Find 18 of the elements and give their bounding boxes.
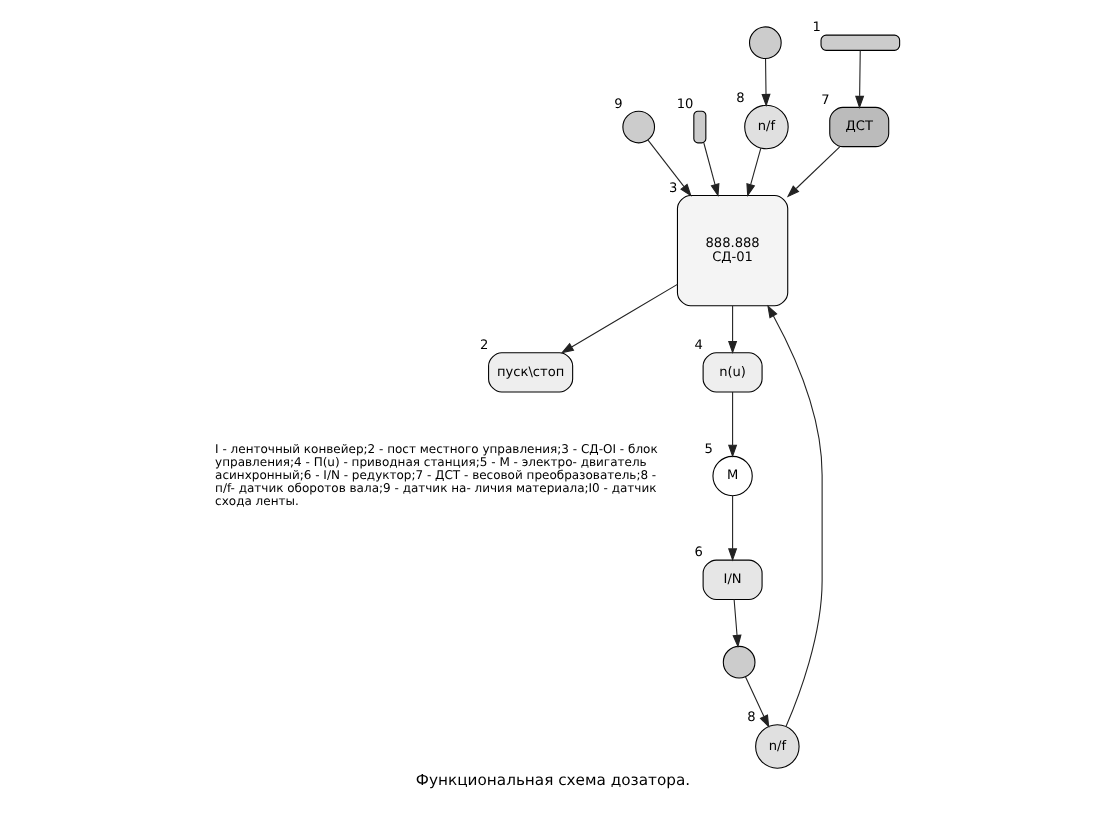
arrow — [744, 676, 770, 729]
arrow — [855, 50, 865, 109]
node-bar — [820, 34, 901, 51]
arrow — [703, 142, 720, 197]
arrow — [761, 58, 771, 108]
arrow — [786, 146, 841, 198]
arrow — [746, 147, 762, 197]
arrow — [767, 304, 823, 728]
arrow — [728, 305, 738, 355]
arrow — [728, 391, 738, 458]
arrow — [647, 139, 692, 197]
arrow — [728, 495, 738, 562]
node-circle — [722, 645, 756, 679]
arrow — [732, 598, 742, 648]
node-circle — [748, 26, 782, 60]
arrow — [560, 283, 678, 354]
node-bar — [693, 110, 707, 144]
node-circle — [622, 110, 656, 144]
